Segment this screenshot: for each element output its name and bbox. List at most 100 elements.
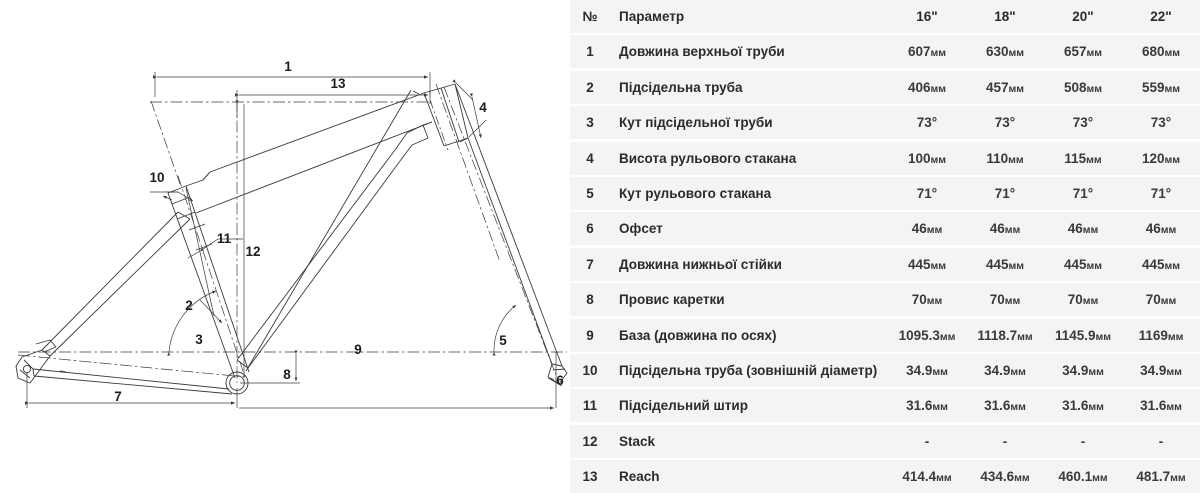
- row-value-size-20in: 46мм: [1067, 221, 1099, 237]
- row-value-size-20in: 73°: [1072, 115, 1094, 131]
- row-value-size-20in: 71°: [1072, 186, 1094, 201]
- row-number: 13: [582, 469, 598, 485]
- row-number: 10: [582, 362, 598, 378]
- row-parameter-label: Провис каретки: [619, 292, 725, 308]
- row-value-size-16in: 607мм: [907, 44, 947, 60]
- row-value-size-20in: 34.9мм: [1062, 362, 1104, 378]
- row-value-size-18in: 1118.7мм: [977, 327, 1033, 343]
- row-number: 2: [586, 79, 594, 95]
- row-number: 1: [586, 44, 594, 60]
- table-row: 9 База (довжина по осях) 1095.3мм 1118.7мм 1…: [570, 318, 1200, 352]
- row-value-size-22in: 71°: [1150, 186, 1172, 201]
- row-value-size-22in: 559мм: [1141, 79, 1181, 95]
- callout-9: 9: [354, 342, 362, 357]
- row-value-size-20in: 70мм: [1067, 292, 1099, 308]
- row-value-size-22in: 1169мм: [1138, 327, 1184, 343]
- row-value-size-18in: 630мм: [985, 44, 1025, 60]
- row-value-size-18in: 445мм: [985, 256, 1025, 272]
- row-parameter-label: Висота рульового стакана: [619, 150, 797, 166]
- row-value-size-22in: 680мм: [1141, 44, 1181, 60]
- row-value-size-22in: 31.6мм: [1140, 398, 1182, 414]
- row-value-size-18in: 434.6мм: [980, 469, 1030, 485]
- row-number: 5: [586, 186, 594, 201]
- row-value-size-20in: 657мм: [1063, 44, 1103, 60]
- row-parameter-label: База (довжина по осях): [619, 327, 777, 343]
- row-value-size-20in: 31.6мм: [1062, 398, 1104, 414]
- header-size-16: 16": [916, 9, 938, 25]
- header-number: №: [582, 9, 598, 25]
- row-parameter-label: Довжина нижньої стійки: [619, 256, 782, 272]
- callout-2: 2: [185, 298, 193, 313]
- callout-1: 1: [284, 59, 292, 74]
- row-value-size-16in: 414.4мм: [902, 469, 952, 485]
- row-value-size-16in: -: [924, 433, 930, 449]
- header-size-20: 20": [1072, 9, 1094, 25]
- row-parameter-label: Кут підсідельної труби: [619, 115, 773, 131]
- dimension-lines: [18, 72, 567, 410]
- row-value-size-18in: 70мм: [989, 292, 1021, 308]
- row-value-size-18in: 110мм: [986, 150, 1024, 166]
- row-value-size-18in: 34.9мм: [984, 362, 1026, 378]
- row-number: 11: [582, 398, 598, 414]
- row-value-size-16in: 31.6мм: [906, 398, 948, 414]
- row-parameter-label: Stack: [619, 433, 656, 449]
- callout-4: 4: [479, 100, 487, 115]
- row-value-size-16in: 46мм: [911, 221, 943, 237]
- row-value-size-18in: -: [1002, 433, 1008, 449]
- row-number: 6: [586, 221, 594, 237]
- callout-11: 11: [217, 231, 232, 246]
- row-number: 9: [586, 327, 594, 343]
- row-parameter-label: Reach: [619, 469, 660, 485]
- row-value-size-20in: 508мм: [1063, 79, 1103, 95]
- row-value-size-18in: 31.6мм: [984, 398, 1026, 414]
- frame-geometry-diagram: 1 13 4 10 11 12 2 3 5 9 8 6 7: [0, 0, 570, 460]
- callout-7: 7: [114, 389, 122, 404]
- row-number: 3: [586, 115, 594, 131]
- callout-5: 5: [499, 333, 507, 348]
- row-parameter-label: Офсет: [619, 221, 663, 237]
- row-value-size-22in: 481.7мм: [1136, 469, 1186, 485]
- row-number: 12: [582, 433, 598, 449]
- row-parameter-label: Підсідельна труба: [619, 79, 743, 95]
- row-value-size-16in: 445мм: [907, 256, 947, 272]
- header-size-22: 22": [1150, 9, 1172, 25]
- frame-drawing-svg: 1 13 4 10 11 12 2 3 5 9 8 6 7: [15, 59, 568, 410]
- row-value-size-16in: 100мм: [907, 150, 947, 166]
- row-number: 8: [586, 292, 594, 308]
- row-value-size-22in: 46мм: [1145, 221, 1177, 237]
- row-value-size-20in: 115мм: [1064, 150, 1102, 166]
- row-parameter-label: Підсідельний штир: [619, 398, 748, 414]
- row-value-size-16in: 34.9мм: [906, 362, 948, 378]
- row-value-size-16in: 70мм: [911, 292, 943, 308]
- callout-labels: 1 13 4 10 11 12 2 3 5 9 8 6 7: [114, 59, 564, 404]
- row-value-size-20in: 460.1мм: [1058, 469, 1108, 485]
- row-value-size-22in: 34.9мм: [1140, 362, 1182, 378]
- callout-3: 3: [195, 332, 203, 347]
- row-value-size-20in: 445мм: [1063, 256, 1103, 272]
- callout-6: 6: [556, 373, 564, 388]
- header-parameter: Параметр: [619, 9, 685, 25]
- row-parameter-label: Довжина верхньої труби: [619, 44, 785, 60]
- row-value-size-20in: -: [1080, 433, 1086, 449]
- geometry-spec-table: № Параметр 16" 18" 20" 22" 1 Довжина верх…: [570, 0, 1200, 493]
- table-row: 11 Підсідельний штир 31.6мм 31.6мм 31.6мм 31.…: [570, 389, 1200, 423]
- table-row: 4 Висота рульового стакана 100мм 110мм 115мм…: [570, 141, 1200, 175]
- callout-12: 12: [245, 244, 260, 259]
- row-value-size-22in: 70мм: [1145, 292, 1177, 308]
- row-value-size-20in: 1145.9мм: [1054, 327, 1112, 343]
- row-value-size-16in: 1095.3мм: [898, 327, 956, 343]
- row-number: 4: [586, 150, 594, 166]
- header-size-18: 18": [994, 9, 1016, 25]
- row-value-size-16in: 73°: [916, 115, 938, 131]
- row-value-size-22in: 120мм: [1141, 150, 1181, 166]
- row-value-size-22in: 445мм: [1141, 256, 1181, 272]
- row-parameter-label: Кут рульового стакана: [619, 186, 772, 201]
